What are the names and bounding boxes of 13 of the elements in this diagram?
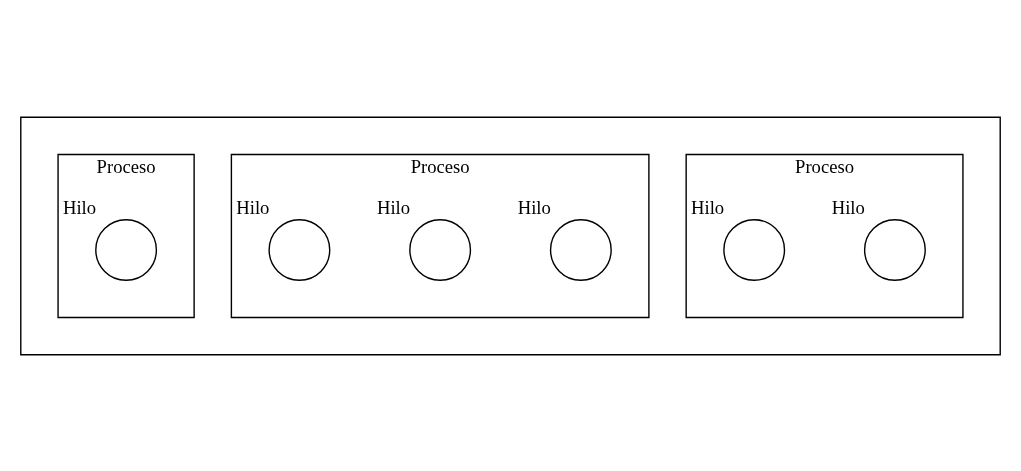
node-label: Hilo [831, 196, 865, 218]
node-label: Hilo [236, 196, 270, 218]
node-circle [409, 218, 472, 281]
node-circle [723, 218, 786, 281]
node-label: Hilo [517, 196, 551, 218]
node-circle [549, 218, 612, 281]
node-circle [863, 218, 926, 281]
cluster [20, 116, 1001, 355]
node-circle [95, 218, 158, 281]
node-circle [268, 218, 331, 281]
node-label: Hilo [376, 196, 411, 218]
node-label: Hilo [691, 196, 725, 218]
node-label: Hilo [62, 196, 97, 218]
